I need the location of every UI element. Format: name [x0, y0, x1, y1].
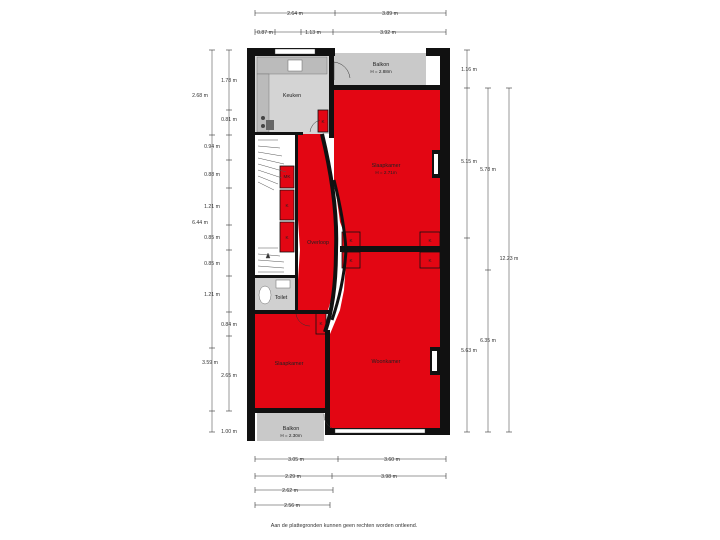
dim-right-3: 5.63 m: [461, 348, 477, 354]
dim-bottom-6: 2.56 m: [284, 503, 300, 509]
bottom-dimensions: 3.05 m 3.60 m 2.29 m 3.98 m 2.62 m 2.56 …: [254, 456, 447, 509]
room-labels: Balkon H = 2.88m Keuken Slaapkamer H = 2…: [275, 62, 433, 438]
label-balkon-top-height: H = 2.88m: [370, 69, 391, 74]
toilet-sink: [275, 279, 291, 289]
dim-left-10: 0.85 m: [204, 235, 220, 241]
dim-bottom-5: 2.62 m: [282, 488, 298, 494]
dim-right-4: 5.78 m: [480, 167, 496, 173]
dim-top-2: 3.89 m: [382, 11, 398, 17]
dim-left-5: 1.78 m: [221, 78, 237, 84]
label-closet-k8: K: [319, 321, 323, 326]
label-closet-k4: K: [349, 238, 353, 243]
stove: [261, 116, 274, 130]
overloop-floor: [298, 134, 336, 310]
label-slaapkamer-top: Slaapkamer: [372, 163, 401, 169]
label-toilet: Toilet: [275, 295, 288, 301]
label-keuken: Keuken: [283, 93, 301, 99]
slaapkamer-top-floor: [334, 88, 440, 246]
closet-k2: [279, 221, 295, 253]
dim-bottom-3: 2.29 m: [285, 474, 301, 480]
label-closet-k6: K: [428, 238, 432, 243]
dim-top-4: 1.13 m: [305, 30, 321, 36]
label-slaapkamer-bottom: Slaapkamer: [275, 361, 304, 367]
label-slaapkamer-top-height: H = 2.71m: [375, 170, 396, 175]
dim-left-13: 0.84 m: [221, 322, 237, 328]
dim-left-14: 3.59 m: [202, 360, 218, 366]
dim-top-5: 3.92 m: [380, 30, 396, 36]
dim-bottom-1: 3.05 m: [288, 457, 304, 463]
dim-bottom-2: 3.60 m: [384, 457, 400, 463]
label-balkon-top: Balkon: [373, 62, 389, 68]
label-overloop: Overloop: [307, 240, 329, 246]
window-bottom: [334, 428, 426, 434]
label-closet-k2: K: [285, 235, 289, 240]
window-top: [274, 48, 316, 55]
woonkamer-floor: [330, 252, 440, 428]
dim-left-7: 0.94 m: [204, 144, 220, 150]
left-dimensions: 2.68 m 6.44 m 2.65 m 1.00 m 1.78 m 0.81 …: [192, 49, 237, 435]
dim-right-1: 1.16 m: [461, 67, 477, 73]
label-closet-mk: MK: [284, 174, 292, 179]
slaapkamer-bottom-floor: [255, 314, 325, 411]
dim-left-11: 0.85 m: [204, 261, 220, 267]
dim-left-12: 1.21 m: [204, 292, 220, 298]
dim-right-total: 12.23 m: [500, 256, 519, 262]
dim-top-3: 0.87 m: [257, 30, 273, 36]
stairs: [257, 139, 287, 273]
label-closet-k7: K: [428, 258, 432, 263]
dim-right-5: 6.35 m: [480, 338, 496, 344]
dim-left-2: 6.44 m: [192, 220, 208, 226]
toilet-fixture: [258, 285, 272, 305]
balcony-top: [334, 53, 426, 85]
dim-left-4: 1.00 m: [221, 429, 237, 435]
dim-left-1: 2.68 m: [192, 93, 208, 99]
disclaimer: Aan de plattegronden kunnen geen rechten…: [271, 523, 418, 529]
top-dimensions: 2.64 m 3.89 m 0.87 m 1.13 m 3.92 m: [254, 10, 447, 36]
dim-left-9: 1.21 m: [204, 204, 220, 210]
dim-left-8: 0.88 m: [204, 172, 220, 178]
dim-left-6: 0.81 m: [221, 117, 237, 123]
closet-k1: [279, 189, 295, 221]
kitchen-sink: [287, 59, 303, 72]
balcony-bottom: [257, 413, 324, 441]
dim-bottom-4: 3.98 m: [381, 474, 397, 480]
label-closet-k1: K: [285, 203, 289, 208]
label-balkon-bottom: Balkon: [283, 426, 299, 432]
doors: [295, 61, 351, 429]
dim-right-2: 5.15 m: [461, 159, 477, 165]
label-woonkamer: Woonkamer: [372, 359, 401, 365]
dim-top-1: 2.64 m: [287, 11, 303, 17]
label-closet-k3: K: [321, 119, 325, 124]
closet-k3: [317, 109, 329, 133]
label-closet-k5: K: [349, 258, 353, 263]
label-balkon-bottom-height: H = 2.30m: [280, 433, 301, 438]
right-dimensions: 1.16 m 5.15 m 5.63 m 5.78 m 6.35 m 12.23…: [461, 49, 519, 433]
